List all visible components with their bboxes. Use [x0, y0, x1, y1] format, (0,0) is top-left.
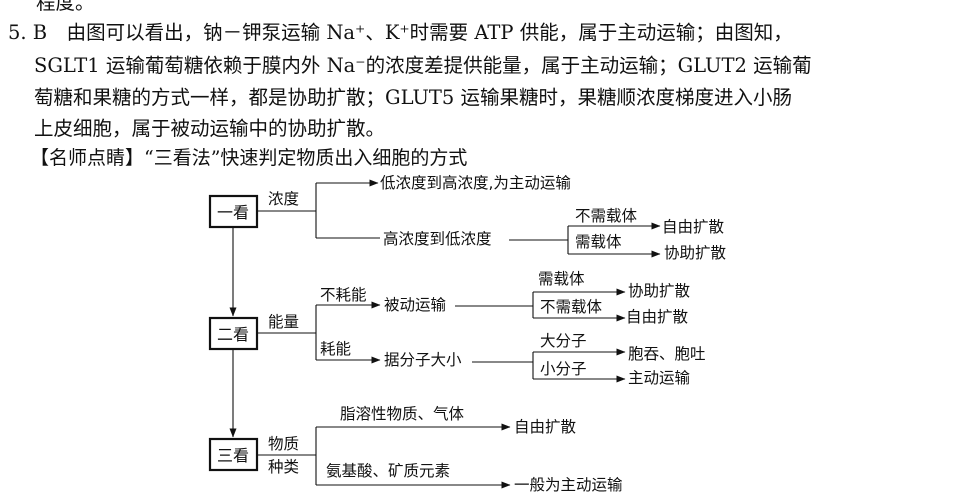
step2-factor: 能量 — [268, 313, 299, 331]
lipid-soluble-gas: 脂溶性物质、气体 — [340, 405, 465, 423]
answer-line-0: 程度。 — [36, 0, 95, 14]
amino-acid-minerals: 氨基酸、矿质元素 — [326, 462, 450, 480]
active-transport-2: 主动运输 — [628, 369, 691, 387]
step3-factor-line2: 种类 — [268, 458, 299, 476]
step2-box-label: 二看 — [217, 325, 249, 344]
generally-active-transport: 一般为主动运输 — [514, 476, 623, 494]
step2-box — [208, 316, 259, 351]
low-to-high-label: 低浓度到高浓度,为主动运输 — [380, 174, 571, 192]
free-diffusion-3: 自由扩散 — [514, 418, 576, 436]
answer-line-2: SGLT1 运输葡萄糖依赖于膜内外 Na⁻的浓度差提供能量，属于主动运输；GLU… — [34, 54, 812, 77]
tip-heading: 【名师点睛】“三看法”快速判定物质出入细胞的方式 — [30, 147, 468, 169]
large-molecule: 大分子 — [540, 332, 587, 350]
facilitated-diffusion-1: 协助扩散 — [664, 244, 726, 262]
carrier-2: 需载体 — [538, 270, 585, 288]
by-molecule-size: 据分子大小 — [384, 351, 462, 369]
step3-factor-line1: 物质 — [268, 435, 299, 453]
free-diffusion-1: 自由扩散 — [662, 218, 724, 236]
small-molecule: 小分子 — [540, 360, 587, 378]
energy-label: 耗能 — [320, 340, 351, 358]
endo-exocytosis: 胞吞、胞吐 — [628, 345, 706, 363]
passive-transport: 被动运输 — [384, 296, 447, 314]
step3-box — [208, 437, 259, 472]
carrier-1: 需载体 — [575, 233, 622, 251]
step1-box — [208, 194, 259, 229]
free-diffusion-2: 自由扩散 — [626, 308, 688, 326]
step3-box-label: 三看 — [217, 446, 249, 465]
no-carrier-1: 不需载体 — [575, 207, 638, 225]
answer-line-4: 上皮细胞，属于被动运输中的协助扩散。 — [34, 117, 386, 140]
high-to-low-label: 高浓度到低浓度 — [383, 230, 492, 248]
facilitated-diffusion-2: 协助扩散 — [628, 282, 690, 300]
answer-line-3: 萄糖和果糖的方式一样，都是协助扩散；GLUT5 运输果糖时，果糖顺浓度梯度进入小… — [34, 86, 793, 109]
step1-factor: 浓度 — [268, 190, 299, 208]
step1-box-label: 一看 — [217, 203, 249, 222]
answer-line-1: 5. B 由图可以看出，钠－钾泵运输 Na⁺、K⁺时需要 ATP 供能，属于主动… — [8, 21, 793, 44]
no-carrier-2: 不需载体 — [540, 298, 603, 316]
no-energy-label: 不耗能 — [320, 286, 367, 304]
